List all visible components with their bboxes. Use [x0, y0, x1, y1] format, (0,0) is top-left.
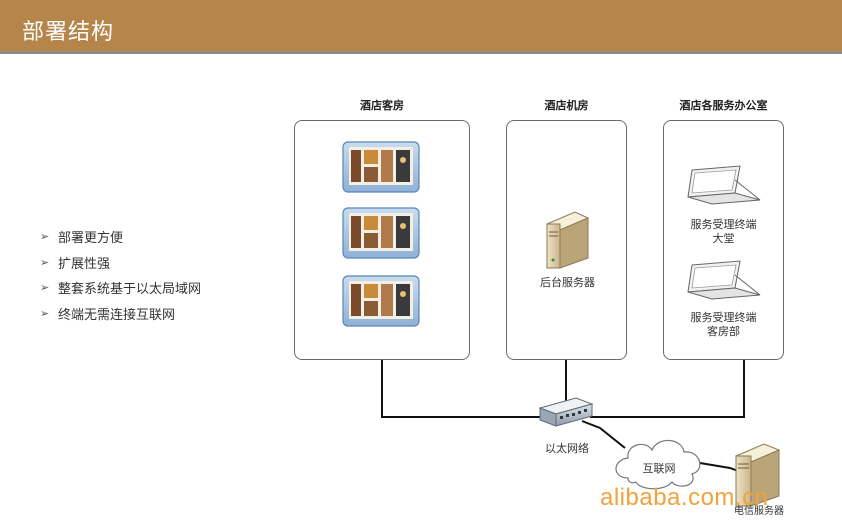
backend-server-label: 后台服务器 [520, 276, 615, 290]
tablet-icon [343, 142, 419, 192]
terminal-label: 服务受理终端 大堂 [673, 218, 774, 246]
terminal-location: 客房部 [673, 325, 774, 339]
terminal-name: 服务受理终端 [673, 218, 774, 232]
terminal-location: 大堂 [673, 232, 774, 246]
server-icon [547, 212, 588, 268]
terminal-icon [688, 261, 760, 299]
terminal-label: 服务受理终端 客房部 [673, 311, 774, 339]
terminal-name: 服务受理终端 [673, 311, 774, 325]
watermark: alibaba.com.cn [600, 484, 768, 512]
tablet-icon [343, 276, 419, 326]
internet-label: 互联网 [628, 462, 690, 476]
tablet-icon [343, 208, 419, 258]
ethernet-label: 以太网络 [532, 442, 602, 456]
terminal-icon [688, 166, 760, 204]
